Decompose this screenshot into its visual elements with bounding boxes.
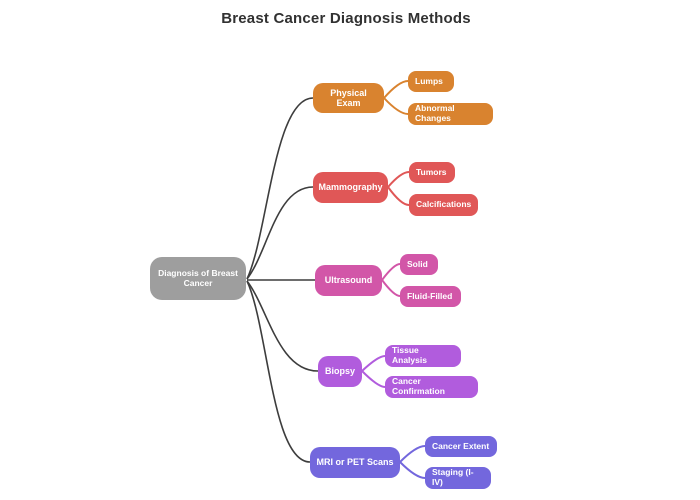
node-physical-exam[interactable]: Physical Exam	[313, 83, 384, 113]
node-label: Cancer Extent	[432, 440, 490, 451]
edge-biopsy-tissue-analysis	[361, 355, 386, 372]
node-label: Staging (I-IV)	[432, 467, 474, 487]
node-label: Tissue Analysis	[392, 345, 427, 365]
node-label: Lumps	[415, 75, 443, 86]
node-label: Biopsy	[324, 366, 355, 377]
node-ultrasound[interactable]: Ultrasound	[315, 265, 382, 296]
node-solid[interactable]: Solid	[400, 254, 438, 275]
node-mri-or-pet-scans[interactable]: MRI or PET Scans	[310, 447, 400, 478]
node-fluid-filled[interactable]: Fluid-Filled	[400, 286, 461, 307]
edge-ultrasound-solid	[381, 263, 401, 281]
node-lumps[interactable]: Lumps	[408, 71, 454, 92]
node-biopsy[interactable]: Biopsy	[318, 356, 362, 387]
edge-root-biopsy	[246, 280, 319, 372]
edge-root-physical-exam	[246, 97, 314, 280]
node-label: Calcifications	[416, 199, 472, 210]
node-calcifications[interactable]: Calcifications	[409, 194, 478, 216]
node-label: Diagnosis of Breast Cancer	[158, 267, 238, 288]
edge-mri-pet-staging	[399, 461, 426, 479]
node-cancer-confirmation[interactable]: Cancer Confirmation	[385, 376, 478, 398]
edge-mri-pet-cancer-extent	[399, 445, 426, 463]
node-staging-i-iv[interactable]: Staging (I-IV)	[425, 467, 491, 489]
edge-root-mri-pet	[246, 280, 311, 463]
node-label: Mammography	[318, 182, 383, 193]
edge-mammography-tumors	[387, 171, 410, 188]
node-abnormal-changes[interactable]: Abnormal Changes	[408, 103, 493, 125]
edge-physical-exam-lumps	[383, 80, 409, 99]
node-mammography[interactable]: Mammography	[313, 172, 388, 203]
node-tissue-analysis[interactable]: Tissue Analysis	[385, 345, 461, 367]
node-label: Solid	[407, 258, 428, 269]
edge-mammography-calcifications	[387, 186, 410, 206]
node-label: MRI or PET Scans	[316, 457, 394, 468]
edge-root-mammography	[246, 186, 314, 280]
node-tumors[interactable]: Tumors	[409, 162, 455, 183]
node-label: Cancer Confirmation	[392, 376, 445, 396]
node-label: Fluid-Filled	[407, 290, 453, 301]
page-title: Breast Cancer Diagnosis Methods	[221, 10, 471, 27]
node-label: Physical Exam	[330, 87, 367, 108]
edge-physical-exam-abnormal-changes	[383, 97, 409, 115]
node-label: Ultrasound	[324, 275, 373, 286]
node-label: Abnormal Changes	[415, 103, 455, 123]
node-cancer-extent[interactable]: Cancer Extent	[425, 436, 497, 457]
edge-biopsy-cancer-confirmation	[361, 370, 386, 388]
edge-ultrasound-fluid-filled	[381, 279, 401, 297]
node-label: Tumors	[416, 166, 447, 177]
node-diagnosis-of-breast-cancer[interactable]: Diagnosis of Breast Cancer	[150, 257, 246, 300]
